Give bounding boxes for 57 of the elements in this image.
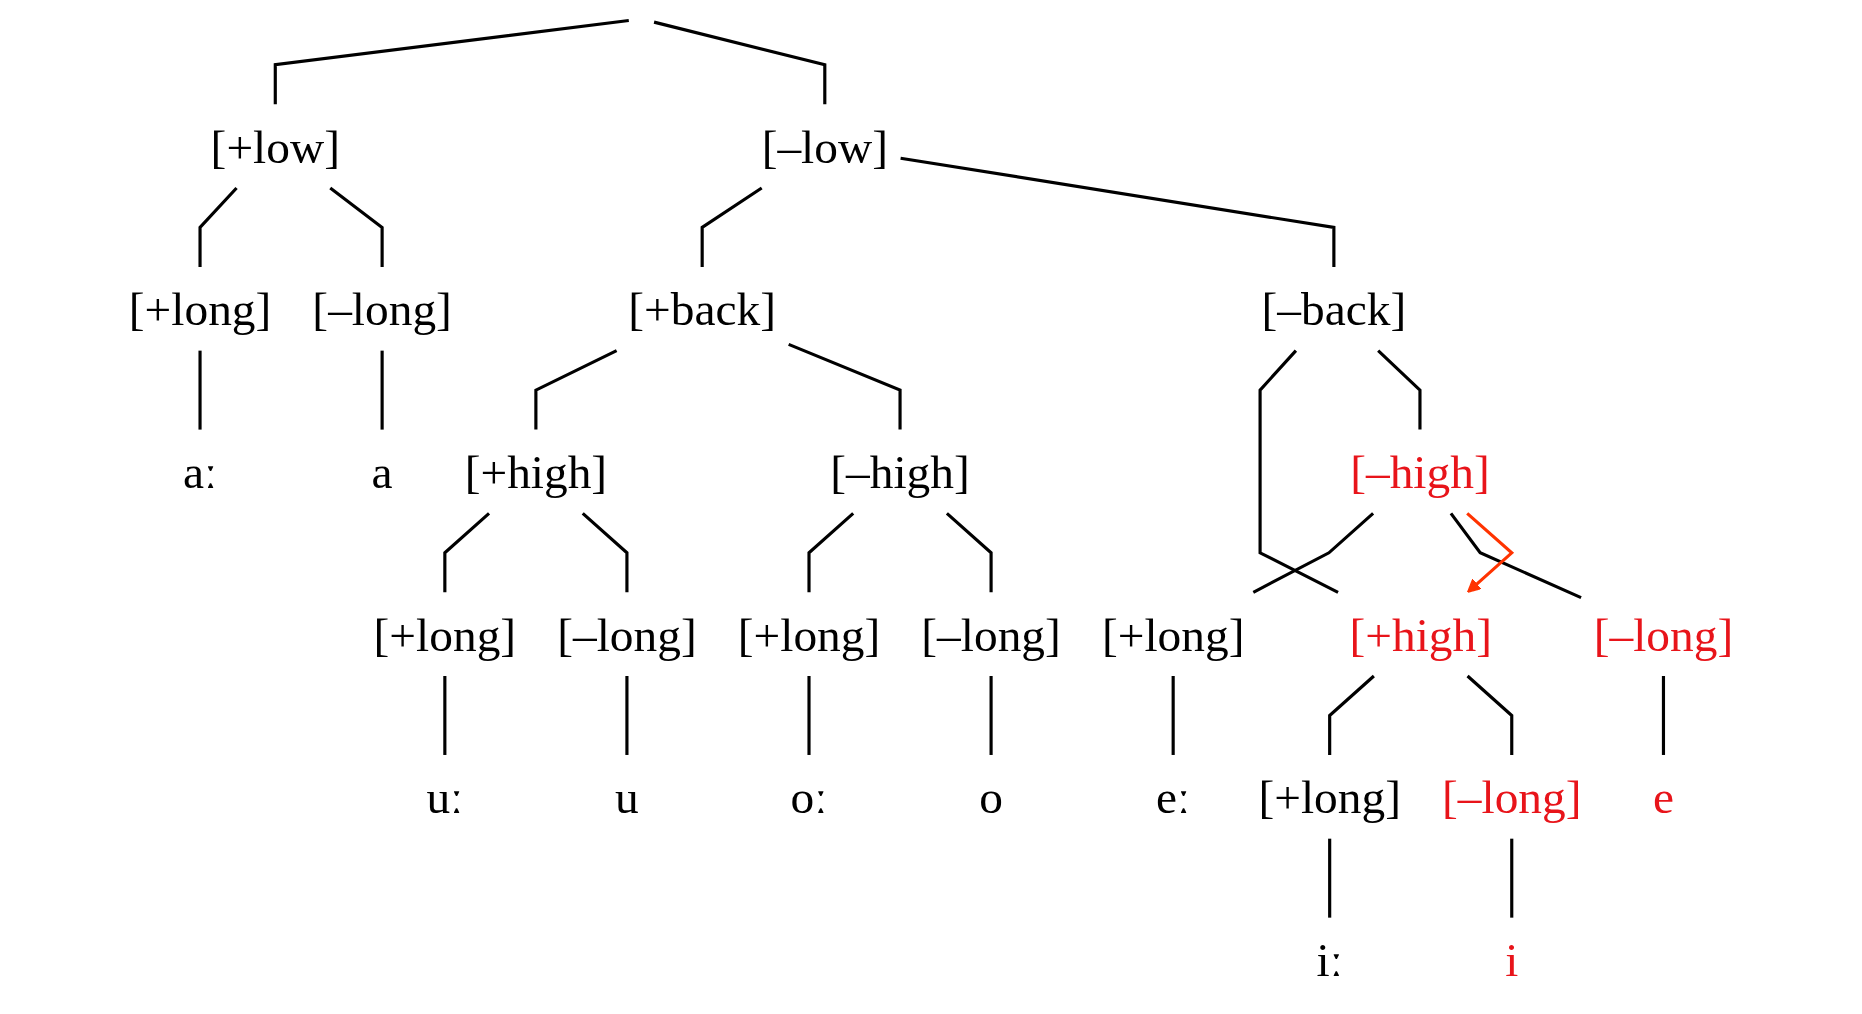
connector [807, 512, 855, 593]
node-text: [+long] [128, 282, 272, 335]
connector [1466, 674, 1514, 755]
node-text: [+long] [373, 608, 517, 661]
connector [700, 186, 763, 267]
connector [1328, 838, 1332, 918]
node-text: a [371, 445, 393, 498]
node-text: [–long] [921, 608, 1061, 661]
connector [625, 676, 629, 755]
node-text: iː [1316, 933, 1343, 986]
connector [1449, 512, 1582, 600]
connector [1258, 349, 1339, 594]
connector [788, 342, 902, 430]
connector [1328, 674, 1375, 755]
connector [1171, 676, 1175, 755]
node-text: [–long] [1442, 770, 1582, 823]
node-text: u [615, 770, 639, 823]
connector [1510, 838, 1514, 918]
node-text: [+long] [737, 608, 881, 661]
node-text: e [1652, 770, 1674, 823]
node-text: [+high] [464, 445, 608, 498]
node-text: [+low] [210, 120, 340, 173]
node-text: i [1505, 933, 1519, 986]
node-text: [–back] [1261, 282, 1407, 335]
connector [273, 18, 629, 105]
node-text: [+long] [1101, 608, 1245, 661]
node-text: oː [790, 770, 828, 823]
connector [443, 676, 447, 755]
connector [945, 512, 993, 593]
node-text: uː [426, 770, 464, 823]
connector [198, 350, 202, 430]
connector [443, 512, 491, 593]
connector [581, 512, 629, 593]
connector [1377, 349, 1422, 430]
connector [1252, 512, 1375, 594]
node-text: [–low] [761, 120, 888, 173]
connector [653, 20, 827, 105]
node-text: o [979, 770, 1003, 823]
connector [989, 676, 993, 755]
node-text: [+high] [1349, 608, 1492, 661]
connector [807, 676, 811, 755]
connector [900, 156, 1336, 267]
node-text: eː [1156, 770, 1191, 823]
connector [380, 350, 384, 430]
node-text: [–high] [830, 445, 970, 498]
node-text: [–high] [1350, 445, 1490, 498]
connector [329, 186, 384, 267]
node-text: [–long] [1593, 608, 1734, 661]
node-text: [+long] [1258, 770, 1401, 823]
node-text: [+back] [628, 282, 777, 335]
arrow [1466, 512, 1515, 593]
node-text: aː [182, 445, 218, 498]
connector [198, 186, 238, 267]
connector [1661, 676, 1666, 755]
connector [534, 349, 618, 430]
node-text: [–long] [312, 282, 452, 335]
node-text: [–long] [557, 608, 697, 661]
